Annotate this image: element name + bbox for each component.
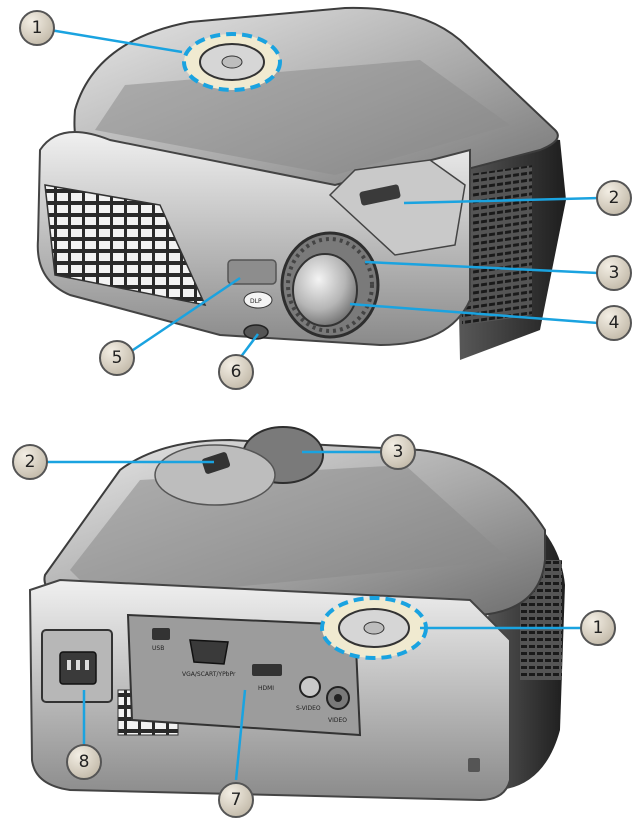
callout-3-bottom: 3 bbox=[380, 434, 416, 470]
callout-3-top-label: 3 bbox=[609, 263, 620, 283]
callout-4-top-label: 4 bbox=[609, 313, 620, 333]
callout-1-top: 1 bbox=[19, 10, 55, 46]
callout-7-bottom-label: 7 bbox=[231, 790, 242, 810]
top-panel-recess bbox=[95, 60, 510, 175]
right-side-vents bbox=[462, 165, 532, 326]
callout-5-top: 5 bbox=[99, 340, 135, 376]
callout-3-top: 3 bbox=[596, 255, 632, 291]
callout-8-bottom-label: 8 bbox=[79, 752, 90, 772]
callout-3-bottom-label: 3 bbox=[393, 442, 404, 462]
elevator-foot bbox=[243, 324, 269, 340]
video-port-core bbox=[334, 694, 342, 702]
callout-2-top-label: 2 bbox=[609, 188, 620, 208]
power-pin-center bbox=[76, 660, 80, 670]
leader-line-4-top bbox=[349, 302, 599, 325]
callout-2-bottom-label: 2 bbox=[25, 452, 36, 472]
callout-7-bottom: 7 bbox=[218, 782, 254, 818]
callout-8-bottom: 8 bbox=[66, 744, 102, 780]
lens-housing bbox=[328, 159, 466, 256]
s-video-port bbox=[299, 676, 321, 698]
leader-line-7-bottom bbox=[234, 689, 247, 781]
power-pin-right bbox=[85, 660, 89, 670]
dlp-logo-text: DLP bbox=[250, 298, 262, 305]
callout-1-bottom: 1 bbox=[580, 610, 616, 646]
leader-line-1-top bbox=[49, 28, 183, 54]
connector-panel bbox=[126, 613, 362, 737]
front-vents bbox=[44, 184, 207, 307]
dlp-logo-badge bbox=[243, 291, 273, 309]
callout-2-bottom: 2 bbox=[12, 444, 48, 480]
power-pin-left bbox=[67, 660, 71, 670]
callout-6-top-label: 6 bbox=[231, 362, 242, 382]
leader-line-3-top bbox=[364, 260, 599, 275]
callout-5-top-label: 5 bbox=[112, 348, 123, 368]
zoom-slider bbox=[359, 184, 401, 206]
callout-6-top: 6 bbox=[218, 354, 254, 390]
callout-4-top: 4 bbox=[596, 305, 632, 341]
hdmi-port bbox=[252, 664, 282, 676]
leader-line-2-top bbox=[403, 196, 601, 205]
kensington-lock bbox=[468, 758, 480, 772]
video-port-label: VIDEO bbox=[328, 717, 347, 724]
rear-keypad-center bbox=[363, 621, 385, 635]
usb-port-label: USB bbox=[152, 645, 164, 652]
projector-front-view: DLP bbox=[36, 6, 566, 360]
hdmi-port-label: HDMI bbox=[258, 685, 274, 692]
top-keypad-center bbox=[221, 55, 243, 69]
vga-port bbox=[189, 639, 229, 665]
callout-2-top: 2 bbox=[596, 180, 632, 216]
leader-line-6-top bbox=[239, 333, 259, 359]
rear-zoom-slider bbox=[201, 452, 231, 474]
callout-1-top-label: 1 bbox=[32, 18, 43, 38]
vga-port-label: VGA/SCART/YPbPr bbox=[182, 671, 236, 678]
projector-rear-view: USB VGA/SCART/YPbPr HDMI S-VIDEO VIDEO bbox=[28, 426, 565, 802]
leader-lines bbox=[44, 28, 601, 781]
projection-lens bbox=[292, 253, 358, 327]
usb-port bbox=[152, 628, 170, 640]
callout-1-bottom-label: 1 bbox=[593, 618, 604, 638]
leader-line-5-top bbox=[129, 276, 241, 354]
focus-ring-grip bbox=[286, 237, 374, 333]
rear-zoom-housing bbox=[154, 444, 276, 506]
s-video-port-label: S-VIDEO bbox=[296, 705, 321, 712]
